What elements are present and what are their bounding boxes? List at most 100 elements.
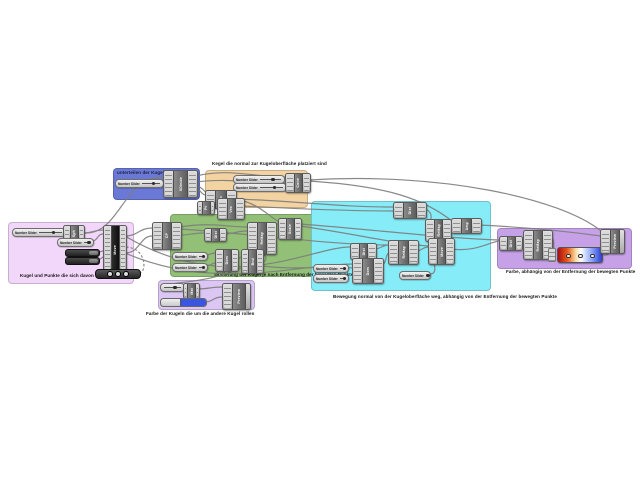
input-params[interactable] (501, 238, 506, 249)
slider-track[interactable] (259, 177, 281, 181)
input-params[interactable] (219, 200, 226, 218)
output-params[interactable] (447, 240, 453, 263)
colour-swatch[interactable] (160, 298, 207, 307)
gradient-grip[interactable] (578, 253, 583, 258)
toggle-state[interactable] (89, 259, 98, 263)
slider-track[interactable] (425, 273, 430, 277)
slider-knob[interactable] (201, 265, 206, 269)
timer[interactable] (95, 269, 141, 279)
toggle-motion-a[interactable] (65, 249, 100, 257)
slider-knob[interactable] (201, 254, 206, 258)
node-amplitude-cyan[interactable]: Amp (451, 218, 482, 234)
output-params[interactable] (303, 175, 309, 191)
output-params[interactable] (79, 227, 83, 241)
input-params[interactable] (217, 251, 222, 270)
gradient-grip[interactable] (566, 253, 571, 258)
input-params[interactable] (287, 175, 293, 191)
output-params[interactable] (544, 232, 551, 258)
input-params[interactable] (207, 192, 214, 207)
gradient-input-params[interactable] (548, 248, 556, 262)
timer-play-icon[interactable] (107, 271, 113, 277)
gradient-bar[interactable] (557, 247, 603, 263)
node-material[interactable]: Mat (183, 283, 200, 299)
node-point[interactable]: Pt (197, 201, 215, 215)
output-params[interactable] (232, 251, 237, 270)
output-params[interactable] (418, 204, 425, 217)
slider-scale-max[interactable]: Number Slider (172, 263, 208, 272)
output-params[interactable] (375, 260, 382, 282)
slider-knob[interactable] (173, 285, 177, 289)
output-params[interactable] (295, 220, 300, 238)
node-scale[interactable]: Scale (278, 218, 302, 240)
node-construct-domain-green[interactable]: Dom (215, 249, 239, 272)
slider-move-amount[interactable]: Number Slider (57, 238, 94, 247)
output-params[interactable] (444, 221, 450, 240)
input-params[interactable] (602, 231, 609, 252)
slider-track[interactable] (83, 240, 91, 244)
gradient-grip[interactable] (590, 253, 595, 258)
slider-track[interactable] (259, 185, 283, 189)
swatch-color-chip[interactable] (180, 299, 206, 306)
node-preview-color[interactable]: Preview (600, 229, 625, 254)
node-distance-color[interactable]: Dist (499, 236, 523, 251)
timer-pause-icon[interactable] (115, 271, 121, 277)
input-params[interactable] (206, 230, 210, 240)
output-params[interactable] (173, 224, 180, 248)
input-params[interactable] (280, 220, 285, 238)
slider-knob[interactable] (151, 181, 156, 185)
input-params[interactable] (427, 221, 433, 240)
slider-sphere-radius[interactable]: Number Slider (12, 228, 66, 237)
slider-track[interactable] (141, 181, 160, 185)
node-construct-domain-cyan[interactable]: Dom (352, 258, 384, 284)
node-remap-color[interactable]: ReMap (523, 230, 553, 260)
slider-track[interactable] (164, 285, 181, 289)
toggle-motion-b[interactable] (65, 257, 100, 265)
output-params[interactable] (221, 230, 225, 240)
output-params[interactable] (516, 238, 521, 249)
slider-track[interactable] (339, 276, 347, 280)
node-gradient[interactable] (548, 247, 603, 263)
slider-movement-max[interactable]: Number Slider (313, 274, 349, 283)
output-params[interactable] (189, 172, 196, 196)
slider-movement-min[interactable]: Number Slider (313, 264, 349, 273)
slider-knob[interactable] (271, 177, 275, 181)
slider-rolling-color[interactable] (160, 283, 185, 292)
slider-cone-length[interactable]: Number Slider (233, 183, 287, 192)
slider-knob[interactable] (426, 273, 430, 277)
input-params[interactable] (105, 227, 110, 272)
slider-divide-count[interactable]: Number Slider (115, 179, 164, 188)
input-params[interactable] (249, 224, 256, 253)
output-params[interactable] (120, 227, 125, 272)
node-move[interactable]: Move (103, 225, 127, 274)
node-preview-rolling[interactable]: Preview (222, 283, 251, 310)
node-cone[interactable]: Cone (285, 173, 311, 193)
output-params[interactable] (211, 203, 213, 213)
node-move-cyan[interactable]: Move (428, 238, 455, 265)
output-params[interactable] (258, 251, 262, 272)
input-params[interactable] (243, 251, 247, 272)
slider-track[interactable] (198, 265, 206, 269)
input-params[interactable] (395, 204, 402, 217)
node-distance-cyan-mid[interactable]: Dist (350, 243, 377, 260)
slider-knob[interactable] (342, 266, 347, 270)
output-params[interactable] (197, 285, 198, 297)
toggle-state[interactable] (89, 251, 98, 255)
node-vector[interactable]: Vec (217, 198, 245, 220)
node-closest-point[interactable]: CP (152, 222, 182, 250)
node-remap-cyan-mid[interactable]: ReMap (388, 240, 419, 265)
output-params[interactable] (473, 220, 480, 232)
slider-knob[interactable] (87, 240, 91, 244)
timer-stop-icon[interactable] (123, 271, 129, 277)
input-params[interactable] (199, 203, 201, 213)
slider-movement-factor[interactable]: Number Slider (399, 271, 431, 280)
output-params[interactable] (410, 242, 417, 263)
slider-scale-min[interactable]: Number Slider (172, 252, 208, 261)
input-params[interactable] (224, 285, 231, 308)
node-divide-surface[interactable]: SDivide (163, 170, 198, 198)
input-params[interactable] (165, 172, 172, 196)
node-distance-green[interactable]: Dist (204, 228, 227, 242)
slider-knob[interactable] (51, 230, 56, 234)
input-params[interactable] (453, 220, 460, 232)
input-params[interactable] (352, 245, 358, 258)
